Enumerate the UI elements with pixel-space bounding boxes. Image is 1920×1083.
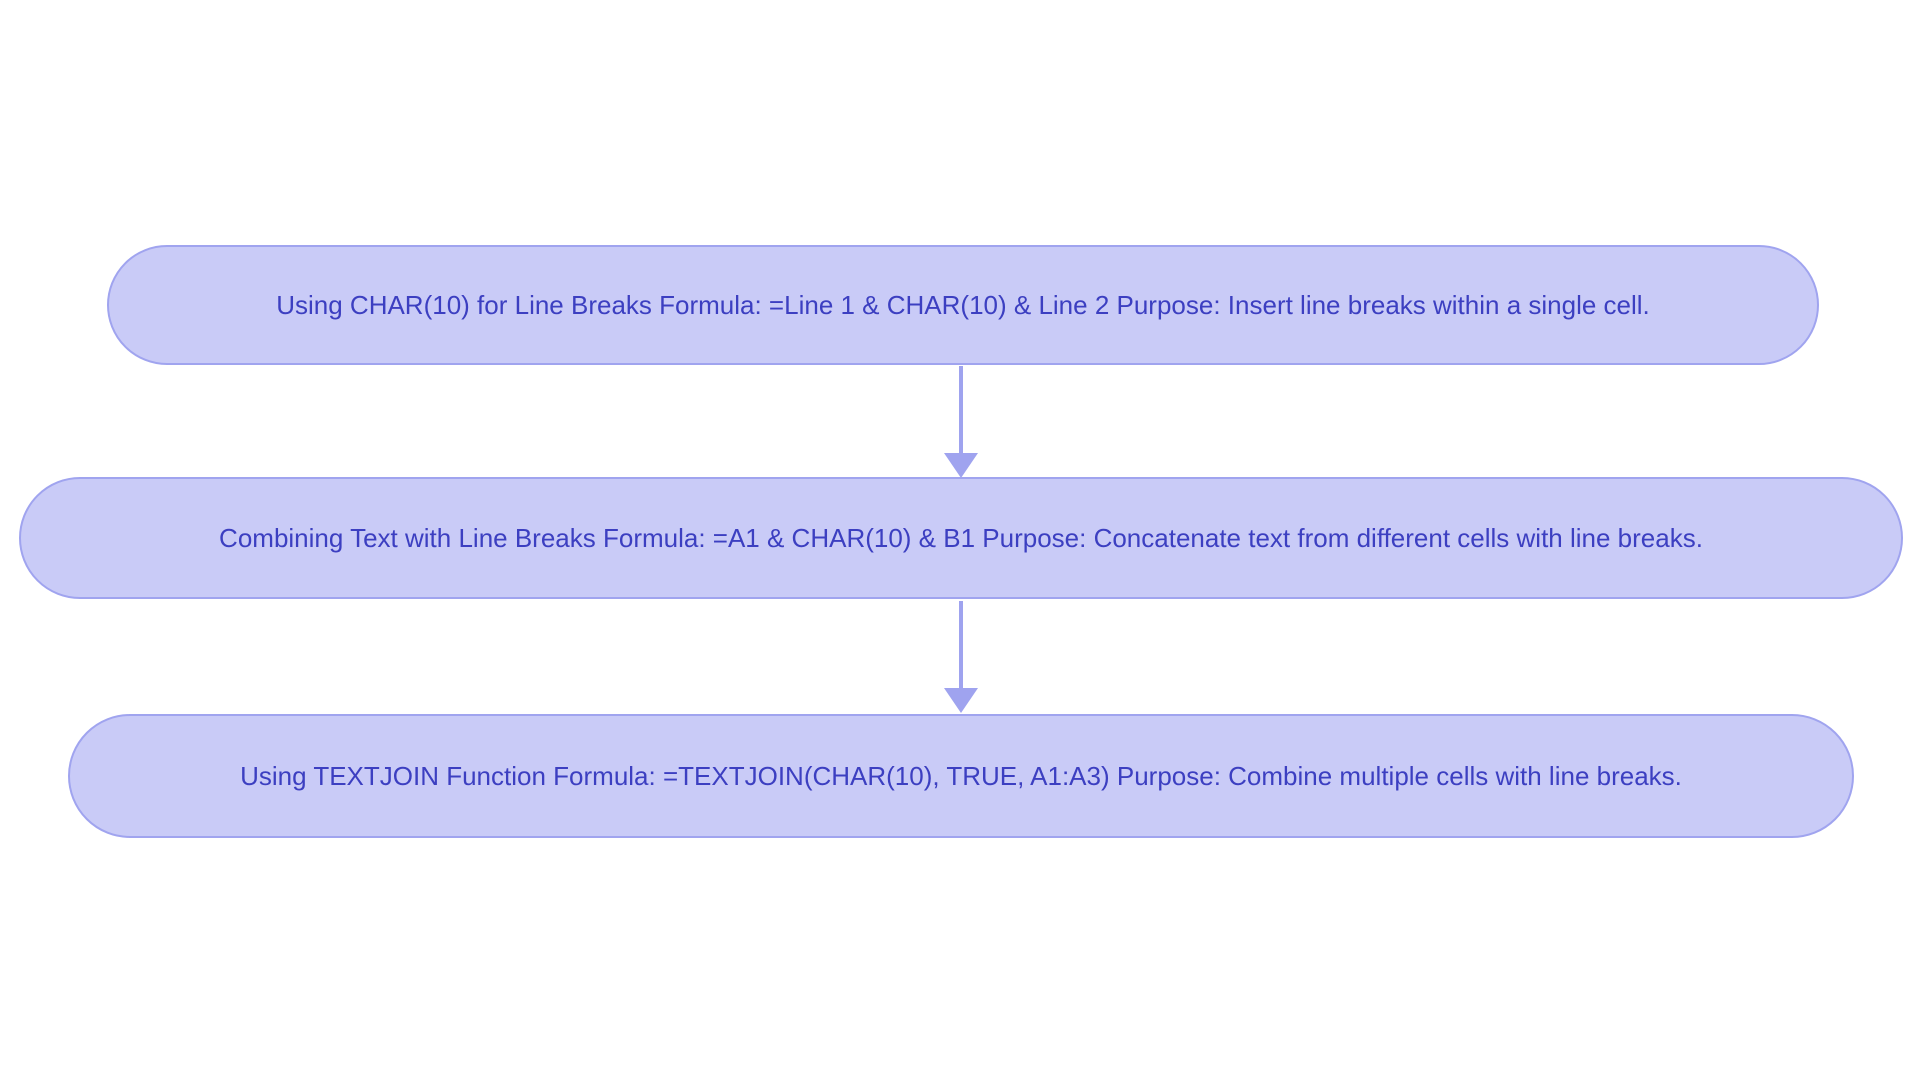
flowchart-node-combining-text: Combining Text with Line Breaks Formula:… <box>19 477 1903 599</box>
node-label-char10: Using CHAR(10) for Line Breaks Formula: … <box>276 289 1650 320</box>
flowchart-node-textjoin: Using TEXTJOIN Function Formula: =TEXTJO… <box>68 714 1854 838</box>
arrow-line <box>959 601 963 688</box>
connector-arrow-1 <box>944 366 978 478</box>
arrow-down-icon <box>944 688 978 713</box>
arrow-down-icon <box>944 453 978 478</box>
node-label-textjoin: Using TEXTJOIN Function Formula: =TEXTJO… <box>240 760 1682 791</box>
flowchart-node-char10: Using CHAR(10) for Line Breaks Formula: … <box>107 245 1819 365</box>
connector-arrow-2 <box>944 601 978 713</box>
node-label-combining-text: Combining Text with Line Breaks Formula:… <box>219 522 1703 553</box>
arrow-line <box>959 366 963 453</box>
